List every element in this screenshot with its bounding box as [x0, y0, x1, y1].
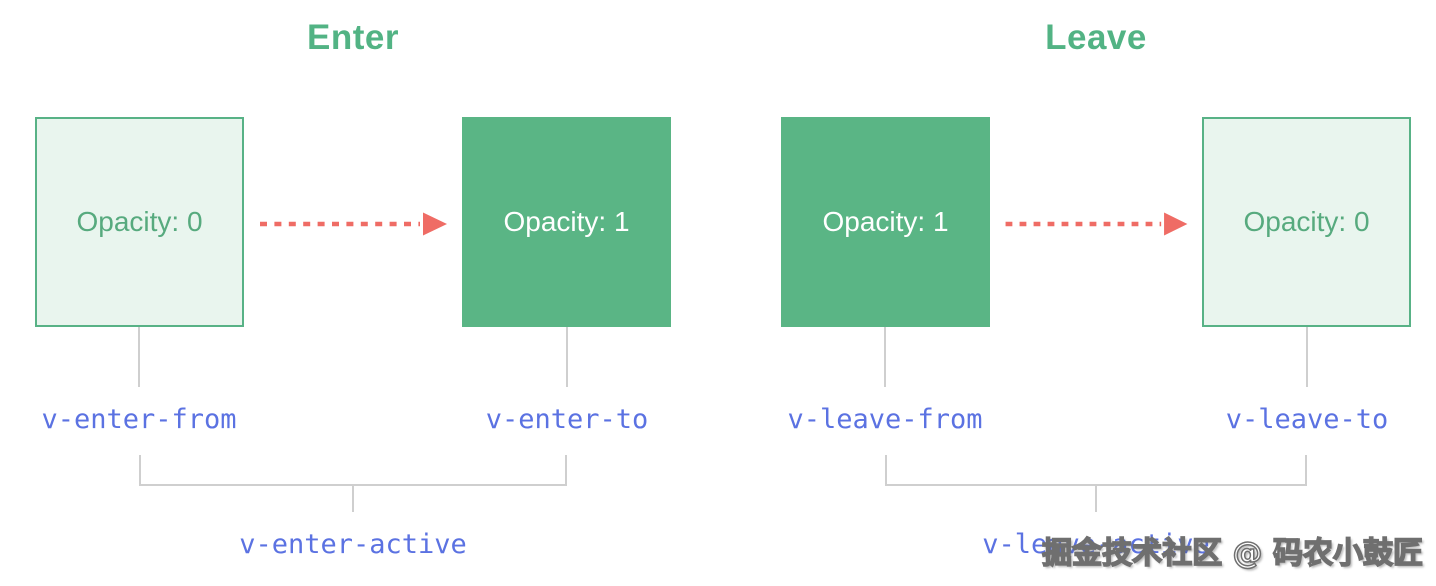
enter-to-connector-line — [566, 327, 568, 387]
leave-to-class-label: v-leave-to — [1225, 404, 1389, 435]
leave-active-class-label: v-leave-active — [982, 529, 1210, 560]
enter-from-class-label: v-enter-from — [41, 404, 237, 435]
enter-to-class-label: v-enter-to — [485, 404, 649, 435]
leave-to-connector-line — [1306, 327, 1308, 387]
enter-active-class-label: v-enter-active — [239, 529, 467, 560]
leave-from-connector-line — [884, 327, 886, 387]
arrow-head — [1164, 212, 1188, 236]
enter-from-state-label: Opacity: 0 — [76, 206, 203, 237]
leave-to-state-label: Opacity: 0 — [1243, 206, 1370, 237]
leave-from-state-box: Opacity: 1 — [781, 117, 990, 327]
enter-active-bracket-stem — [352, 486, 354, 512]
enter-from-state-box: Opacity: 0 — [35, 117, 244, 327]
enter-title: Enter — [307, 18, 399, 57]
leave-to-state-box: Opacity: 0 — [1202, 117, 1411, 327]
leave-active-bracket-stem — [1095, 486, 1097, 512]
leave-from-state-label: Opacity: 1 — [822, 206, 949, 237]
enter-from-connector-line — [138, 327, 140, 387]
dotted-arrow-icon — [1005, 212, 1188, 236]
enter-to-state-box: Opacity: 1 — [462, 117, 671, 327]
leave-active-bracket — [885, 455, 1307, 486]
enter-active-bracket — [139, 455, 567, 486]
arrow-head — [423, 212, 447, 236]
leave-from-class-label: v-leave-from — [787, 404, 983, 435]
leave-title: Leave — [1045, 18, 1147, 57]
leave-section: Leave Opacity: 1 Opacity: 0 v-leave-from… — [781, 0, 1411, 586]
leave-transition-arrow — [990, 117, 1202, 327]
watermark: 掘金技术社区 @ 码农小鼓匠 — [1041, 535, 1423, 572]
dotted-arrow-icon — [260, 212, 447, 236]
enter-to-state-label: Opacity: 1 — [503, 206, 630, 237]
enter-section: Enter Opacity: 0 Opacity: 1 v-enter-from… — [35, 0, 671, 586]
enter-transition-arrow — [244, 117, 462, 327]
